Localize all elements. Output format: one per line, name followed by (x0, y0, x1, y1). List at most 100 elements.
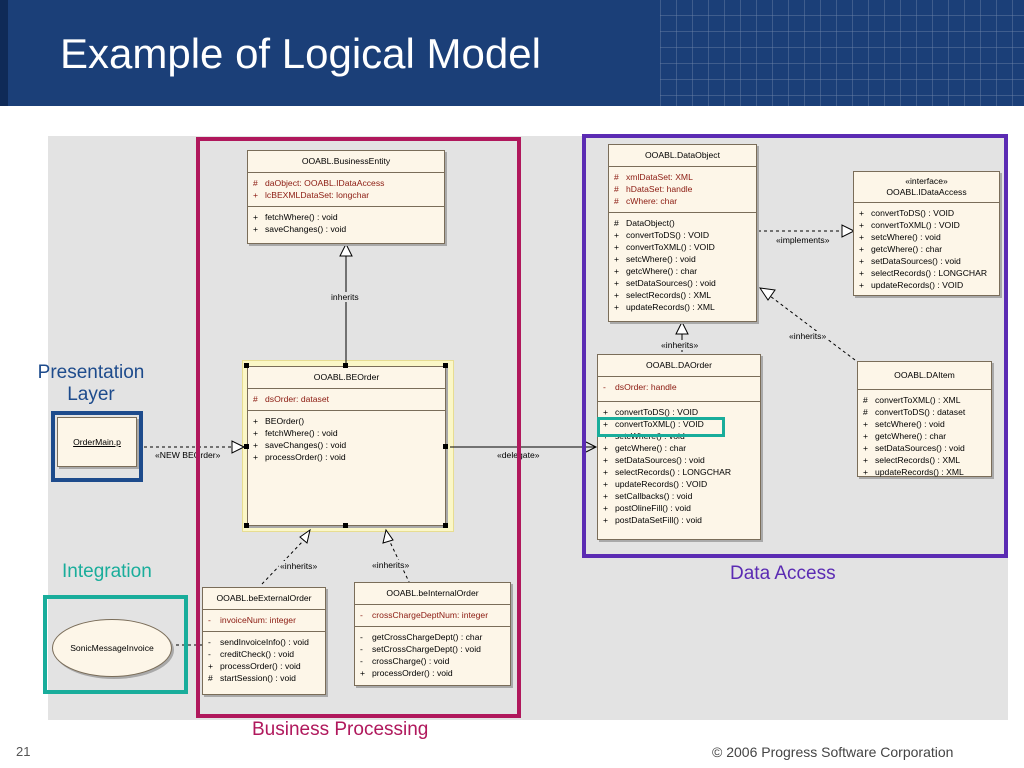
operation-row: -sendInvoiceInfo() : void (208, 637, 309, 647)
class-stereotype: «interface» (905, 176, 948, 186)
operation-row: +processOrder() : void (253, 452, 346, 462)
class-business-entity[interactable]: OOABL.BusinessEntity #daObject: OOABL.ID… (247, 150, 445, 244)
slide-number: 21 (16, 744, 31, 759)
label-inherits-daitem: «inherits» (788, 331, 828, 341)
class-attributes: #daObject: OOABL.IDataAccess +lcBEXMLDat… (248, 173, 444, 207)
new-beorder-arrowhead (231, 440, 246, 454)
class-be-external-order[interactable]: OOABL.beExternalOrder -invoiceNum: integ… (202, 587, 326, 695)
selection-handle[interactable] (343, 363, 348, 368)
inherits-arrowhead-daitem (758, 287, 776, 301)
operation-row: +setDataSources() : void (863, 443, 965, 453)
attribute-row: #dsOrder: dataset (253, 394, 330, 404)
operation-row: +updateRecords() : XML (614, 302, 715, 312)
operation-row: +setcWhere() : void (859, 232, 941, 242)
attribute-row: -dsOrder: handle (603, 382, 677, 392)
inherits-arrowhead-external (299, 528, 311, 544)
inherits-line-internal (389, 541, 411, 585)
region-data-access (582, 134, 1008, 558)
operation-row: +setDataSources() : void (603, 455, 705, 465)
class-name: OOABL.BEOrder (248, 367, 445, 389)
operation-row: +getcWhere() : char (614, 266, 698, 276)
attribute-row: +lcBEXMLDataSet: longchar (253, 190, 370, 200)
attribute-row: #hDataSet: handle (614, 184, 693, 194)
operation-row: +convertToXML() : VOID (859, 220, 960, 230)
class-idata-access[interactable]: «interface» OOABL.IDataAccess +convertTo… (853, 171, 1000, 296)
class-name: OOABL.BusinessEntity (248, 151, 444, 173)
operation-row: -creditCheck() : void (208, 649, 295, 659)
class-operations: +convertToDS() : VOID +convertToXML() : … (598, 402, 760, 530)
class-operations: #convertToXML() : XML #convertToDS() : d… (858, 390, 991, 482)
operation-row: -setCrossChargeDept() : void (360, 644, 481, 654)
label-presentation-line1: Presentation (37, 362, 145, 383)
label-inherits-daorder: «inherits» (660, 340, 700, 350)
operation-row: +setDataSources() : void (859, 256, 961, 266)
inherits-arrowhead-internal (382, 528, 394, 544)
selection-handle[interactable] (244, 363, 249, 368)
selection-handle[interactable] (443, 444, 448, 449)
class-da-order[interactable]: OOABL.DAOrder -dsOrder: handle +convertT… (597, 354, 761, 540)
operation-row: #DataObject() (614, 218, 675, 228)
label-new-beorder: «NEW BEOrder» (154, 450, 222, 460)
operation-row: #startSession() : void (208, 673, 296, 683)
slide-title: Example of Logical Model (60, 30, 541, 77)
selection-handle[interactable] (443, 523, 448, 528)
operation-row: +saveChanges() : void (253, 224, 347, 234)
operation-row: +convertToXML() : VOID (614, 242, 715, 252)
label-inherits-internal: «inherits» (371, 560, 411, 570)
class-attributes: #dsOrder: dataset (248, 389, 445, 411)
class-be-order[interactable]: OOABL.BEOrder #dsOrder: dataset +BEOrder… (247, 366, 446, 526)
attribute-row: -crossChargeDeptNum: integer (360, 610, 489, 620)
operation-row: +updateRecords() : VOID (859, 280, 964, 290)
selection-handle[interactable] (443, 363, 448, 368)
operation-row: +setDataSources() : void (614, 278, 716, 288)
operation-row: +processOrder() : void (208, 661, 301, 671)
inherits-arrowhead-beorder (339, 242, 353, 257)
operation-row: +convertToDS() : VOID (603, 407, 699, 417)
selection-handle[interactable] (244, 523, 249, 528)
header-accent-bar (0, 0, 8, 106)
class-da-item[interactable]: OOABL.DAItem #convertToXML() : XML #conv… (857, 361, 992, 477)
class-attributes: -invoiceNum: integer (203, 610, 325, 632)
operation-row: +getcWhere() : char (863, 431, 947, 441)
class-be-internal-order[interactable]: OOABL.beInternalOrder -crossChargeDeptNu… (354, 582, 511, 686)
label-data-access: Data Access (730, 563, 836, 584)
operation-row: +updateRecords() : XML (863, 467, 964, 477)
operation-row: +postDataSetFill() : void (603, 515, 702, 525)
operation-row: +fetchWhere() : void (253, 212, 338, 222)
class-name-block: «interface» OOABL.IDataAccess (854, 172, 999, 203)
slide-header: Example of Logical Model (0, 0, 1024, 106)
inherits-arrowhead-daorder (675, 320, 689, 335)
class-attributes: -crossChargeDeptNum: integer (355, 605, 510, 627)
highlighted-operation-box (597, 417, 725, 437)
component-sonic-message-invoice[interactable]: SonicMessageInvoice (52, 619, 172, 677)
operation-row: +fetchWhere() : void (253, 428, 338, 438)
label-integration: Integration (62, 561, 152, 582)
operation-row: +setCallbacks() : void (603, 491, 693, 501)
implements-arrowhead (841, 224, 856, 238)
delegate-arrowhead (585, 441, 598, 453)
header-grid-pattern (660, 0, 1024, 106)
label-presentation-line2: Layer (67, 384, 115, 405)
class-operations: #DataObject() +convertToDS() : VOID +con… (609, 213, 756, 317)
selection-handle[interactable] (244, 444, 249, 449)
operation-row: +selectRecords() : XML (863, 455, 961, 465)
operation-row: +getcWhere() : char (603, 443, 687, 453)
label-business-processing: Business Processing (252, 719, 429, 740)
operation-row: +convertToDS() : VOID (614, 230, 710, 240)
label-implements: «implements» (775, 235, 831, 245)
class-name: OOABL.DAItem (858, 362, 991, 390)
class-data-object[interactable]: OOABL.DataObject #xmlDataSet: XML #hData… (608, 144, 757, 322)
operation-row: #convertToDS() : dataset (863, 407, 966, 417)
copyright-notice: © 2006 Progress Software Corporation (712, 744, 954, 760)
operation-row: +selectRecords() : LONGCHAR (859, 268, 988, 278)
selection-handle[interactable] (343, 523, 348, 528)
operation-row: +BEOrder() (253, 416, 305, 426)
operation-row: +updateRecords() : VOID (603, 479, 708, 489)
operation-row: +processOrder() : void (360, 668, 453, 678)
class-name: OOABL.DAOrder (598, 355, 760, 377)
class-order-main[interactable]: OrderMain.p (57, 417, 137, 467)
operation-row: +getcWhere() : char (859, 244, 943, 254)
region-integration (43, 595, 188, 694)
region-business-processing (196, 137, 521, 718)
attribute-row: #daObject: OOABL.IDataAccess (253, 178, 385, 188)
